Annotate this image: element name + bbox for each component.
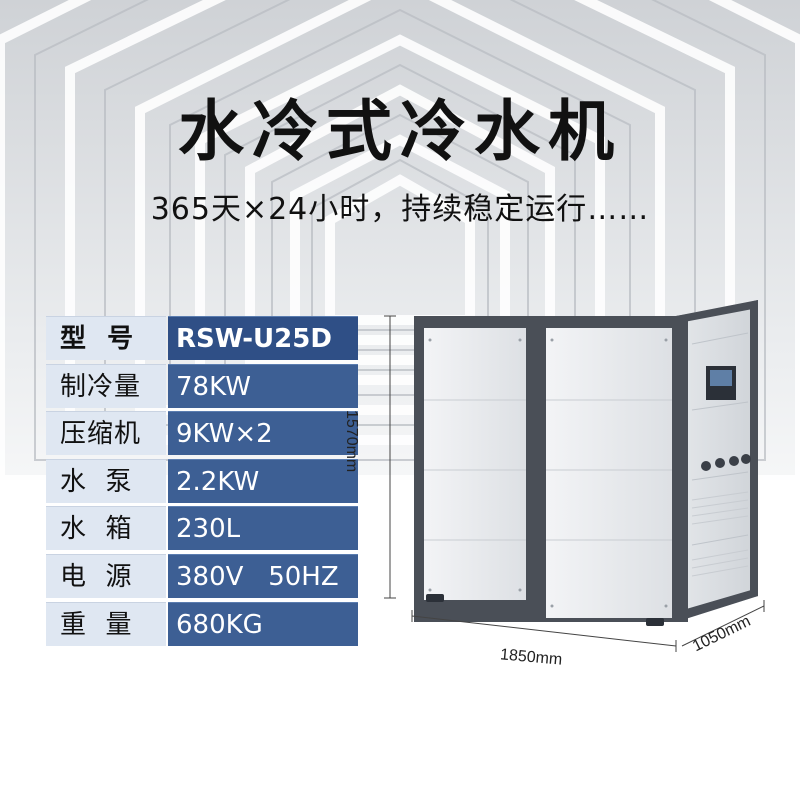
width-dimension-line [411,610,677,652]
depth-dimension-line [681,600,765,647]
spec-value: 9KW×2 [168,411,358,456]
spec-value: 2.2KW [168,458,358,503]
spec-value: RSW-U25D [168,316,358,360]
spec-label: 压缩机 [46,411,166,456]
spec-label: 重 量 [46,601,166,646]
page-title: 水冷式冷水机 [178,93,622,170]
spec-value: 230L [168,506,358,551]
height-dimension-line [384,315,396,599]
spec-label: 型 号 [46,316,166,360]
spec-label: 制冷量 [46,363,166,408]
spec-label: 水 泵 [46,458,166,503]
spec-row-compressor: 压缩机 9KW×2 [46,411,358,456]
spec-row-weight: 重 量 680KG [46,601,358,646]
spec-value: 78KW [168,363,358,408]
spec-table: 型 号 RSW-U25D 制冷量 78KW 压缩机 9KW×2 水 泵 2.2K… [46,316,358,649]
height-dimension-label: 1570mm [343,410,360,473]
spec-label: 水 箱 [46,506,166,551]
spec-row-power-supply: 电 源 380V 50HZ [46,553,358,598]
chiller-illustration [384,300,765,652]
page-subtitle: 365天×24小时，持续稳定运行…… [150,192,650,227]
spec-row-water-tank: 水 箱 230L [46,506,358,551]
spec-value: 680KG [168,601,358,646]
spec-row-model: 型 号 RSW-U25D [46,316,358,360]
spec-value: 380V 50HZ [168,553,358,598]
spec-row-water-pump: 水 泵 2.2KW [46,458,358,503]
spec-row-cooling-capacity: 制冷量 78KW [46,363,358,408]
spec-label: 电 源 [46,553,166,598]
